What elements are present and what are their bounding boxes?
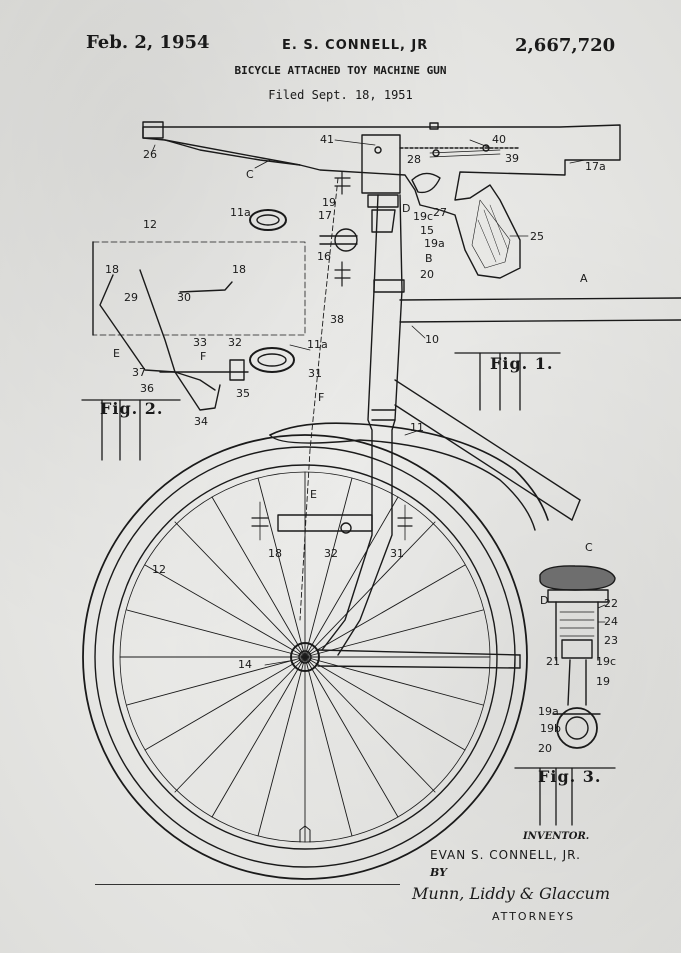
svg-text:D: D [540, 594, 548, 607]
toy-machine-gun [142, 121, 621, 279]
svg-text:32: 32 [324, 547, 338, 560]
svg-text:11a: 11a [307, 338, 328, 351]
filed-date: Filed Sept. 18, 1951 [268, 88, 413, 102]
svg-text:25: 25 [530, 230, 544, 243]
attorneys-label: ATTORNEYS [492, 910, 576, 923]
svg-text:17: 17 [318, 209, 332, 222]
reference-labels: 26 C 41 40 28 39 17a 19 D 17 19c 27 15 1… [105, 133, 618, 755]
svg-text:29: 29 [124, 291, 138, 304]
svg-text:20: 20 [420, 268, 434, 281]
svg-text:19c: 19c [413, 210, 433, 223]
bicycle-frame [269, 194, 681, 656]
svg-text:34: 34 [194, 415, 208, 428]
by-label: BY [430, 866, 447, 879]
svg-text:41: 41 [320, 133, 334, 146]
svg-text:D: D [402, 202, 410, 215]
leader-lines [151, 139, 606, 666]
svg-text:17a: 17a [585, 160, 606, 173]
fig3-detail [539, 565, 616, 749]
patent-title: BICYCLE ATTACHED TOY MACHINE GUN [234, 64, 447, 77]
fig2-detail [92, 209, 306, 411]
svg-text:24: 24 [604, 615, 618, 628]
svg-text:16: 16 [317, 250, 331, 263]
svg-text:B: B [425, 252, 433, 265]
svg-text:E: E [310, 488, 317, 501]
svg-text:19a: 19a [538, 705, 559, 718]
svg-text:27: 27 [433, 206, 447, 219]
svg-text:12: 12 [143, 218, 157, 231]
fig2-title: Fig. 2. [100, 399, 163, 418]
inventor-header: E. S. CONNELL, JR [282, 38, 429, 53]
svg-text:F: F [318, 391, 324, 404]
svg-text:31: 31 [390, 547, 404, 560]
patent-number: 2,667,720 [515, 35, 616, 56]
svg-text:18: 18 [268, 547, 282, 560]
svg-text:19c: 19c [596, 655, 616, 668]
svg-text:35: 35 [236, 387, 250, 400]
svg-text:19: 19 [596, 675, 610, 688]
svg-text:C: C [246, 168, 254, 181]
svg-text:37: 37 [132, 366, 146, 379]
svg-text:32: 32 [228, 336, 242, 349]
fig-title-lines [81, 352, 616, 826]
svg-text:33: 33 [193, 336, 207, 349]
svg-text:11: 11 [410, 421, 424, 434]
svg-text:23: 23 [604, 634, 618, 647]
patent-date: Feb. 2, 1954 [86, 32, 210, 53]
attorneys-signature: Munn, Liddy & Glaccum [412, 884, 610, 903]
svg-text:F: F [200, 350, 206, 363]
bicycle-wheel [82, 434, 528, 880]
svg-text:36: 36 [140, 382, 154, 395]
svg-text:10: 10 [425, 333, 439, 346]
svg-text:19b: 19b [540, 722, 561, 735]
inventor-name: EVAN S. CONNELL, JR. [430, 848, 581, 862]
figure-titles: Fig. 1. Fig. 2. Fig. 3. [100, 354, 601, 786]
svg-text:18: 18 [105, 263, 119, 276]
svg-text:E: E [113, 347, 120, 360]
fig3-title: Fig. 3. [538, 767, 601, 786]
svg-text:A: A [580, 272, 588, 285]
inventor-label: INVENTOR. [523, 831, 590, 842]
svg-text:20: 20 [538, 742, 552, 755]
svg-text:11a: 11a [230, 206, 251, 219]
fork-clamps [259, 209, 406, 541]
svg-text:40: 40 [492, 133, 506, 146]
svg-text:31: 31 [308, 367, 322, 380]
svg-text:18: 18 [232, 263, 246, 276]
svg-text:22: 22 [604, 597, 618, 610]
svg-text:19: 19 [322, 196, 336, 209]
svg-text:39: 39 [505, 152, 519, 165]
svg-text:C: C [585, 541, 593, 554]
trigger-cord [299, 177, 339, 621]
svg-text:30: 30 [177, 291, 191, 304]
fig1-title: Fig. 1. [490, 354, 553, 373]
svg-text:19a: 19a [424, 237, 445, 250]
section-markers [251, 171, 413, 527]
svg-text:26: 26 [143, 148, 157, 161]
svg-text:38: 38 [330, 313, 344, 326]
svg-text:14: 14 [238, 658, 252, 671]
svg-text:15: 15 [420, 224, 434, 237]
svg-text:28: 28 [407, 153, 421, 166]
svg-text:21: 21 [546, 655, 560, 668]
svg-text:12: 12 [152, 563, 166, 576]
signature-rule [95, 884, 400, 885]
